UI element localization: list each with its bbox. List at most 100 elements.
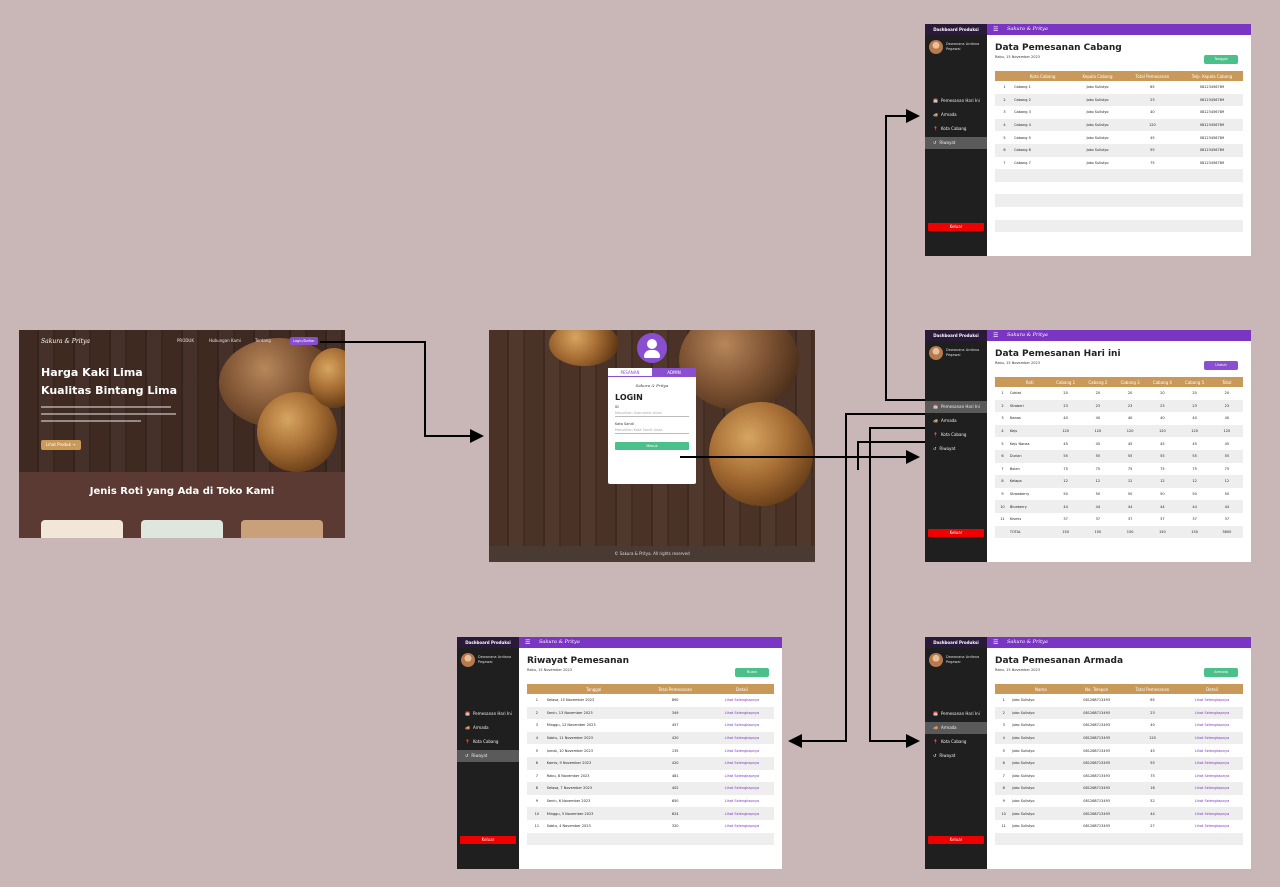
sidebar-item-label: Pemesanan Hari Ini: [940, 711, 980, 716]
detail-link[interactable]: Lihat Selengkapnya: [709, 782, 774, 795]
sidebar-item-1[interactable]: 🚚Armada: [925, 722, 987, 734]
login-daftar-button[interactable]: Login/Daftar: [290, 337, 318, 345]
table-cell: 081268713493: [1069, 782, 1124, 795]
hero-line-1: Harga Kaki Lima: [41, 366, 143, 379]
detail-link[interactable]: Lihat Selengkapnya: [709, 706, 774, 720]
detail-link[interactable]: Lihat Selengkapnya: [1194, 698, 1230, 703]
table-cell: [1014, 169, 1072, 182]
brand-logo: Sakura & Pritya: [1007, 26, 1048, 32]
detail-link[interactable]: Lihat Selengkapnya: [1194, 748, 1230, 753]
detail-link[interactable]: Lihat Selengkapnya: [1194, 799, 1230, 804]
table-cell: 37: [1095, 517, 1101, 522]
logout-button[interactable]: Keluar: [928, 529, 984, 537]
masuk-button[interactable]: Masuk: [615, 442, 689, 450]
hamburger-icon[interactable]: ☰: [993, 332, 999, 339]
table-cell: 10: [527, 807, 547, 820]
detail-link[interactable]: Lihat Selengkapnya: [1194, 773, 1230, 778]
table-cell: Joko Sulistyo: [1071, 143, 1124, 157]
detail-link[interactable]: Lihat Selengkapnya: [1180, 756, 1243, 770]
detail-link[interactable]: Lihat Selengkapnya: [709, 807, 774, 820]
detail-link[interactable]: Lihat Selengkapnya: [724, 799, 760, 804]
table-cell: [1123, 169, 1181, 182]
table-cell: 3: [535, 723, 538, 728]
detail-link[interactable]: Lihat Selengkapnya: [1194, 723, 1230, 728]
sidebar-item-1[interactable]: 🚚Armada: [457, 722, 519, 734]
table-cell: Joko Sulistyo: [1071, 93, 1124, 107]
detail-link[interactable]: Lihat Selengkapnya: [724, 723, 760, 728]
sidebar-item-2[interactable]: 📍Kota Cabang: [925, 736, 987, 748]
hero-line-2: Kualitas Bintang Lima: [41, 384, 178, 397]
table-row: [527, 832, 774, 846]
detail-link[interactable]: Lihat Selengkapnya: [724, 824, 760, 829]
hero-text-line: [41, 406, 171, 408]
filter-button[interactable]: Tanggal: [1204, 55, 1238, 64]
sidebar-item-3[interactable]: ↺Riwayat: [457, 750, 519, 762]
hero-banner: Sakura & Pritya PRODUK Hubungan Kami Ten…: [19, 330, 345, 472]
sidebar-item-2[interactable]: 📍Kota Cabang: [925, 429, 987, 441]
product-card[interactable]: [41, 520, 123, 538]
product-card[interactable]: [141, 520, 223, 538]
detail-link[interactable]: Lihat Selengkapnya: [1180, 706, 1243, 720]
tab-admin[interactable]: ADMIN: [652, 368, 696, 377]
sidebar-item-1[interactable]: 🚚Armada: [925, 415, 987, 427]
password-input[interactable]: Masukkan Kata Sandi Anda: [615, 426, 689, 434]
logout-button[interactable]: Keluar: [460, 836, 516, 844]
hamburger-icon[interactable]: ☰: [525, 639, 531, 646]
sidebar-item-0[interactable]: 📅Pemesanan Hari Ini: [925, 708, 987, 720]
dashboard-title: Dashboard Produksi: [457, 637, 519, 648]
sidebar-item-0[interactable]: 📅Pemesanan Hari Ini: [925, 95, 987, 107]
table-cell: Joko Sulistyo: [1086, 160, 1109, 165]
sidebar-item-1[interactable]: 🚚Armada: [925, 109, 987, 121]
detail-link[interactable]: Lihat Selengkapnya: [1180, 807, 1243, 820]
table-cell: 120: [1178, 424, 1211, 438]
table-cell: 50: [1160, 492, 1165, 497]
detail-link[interactable]: Lihat Selengkapnya: [724, 748, 760, 753]
sidebar-item-0[interactable]: 📅Pemesanan Hari Ini: [925, 401, 987, 413]
sidebar-item-0[interactable]: 📅Pemesanan Hari Ini: [457, 708, 519, 720]
filter-button[interactable]: Unduh: [1204, 361, 1238, 370]
detail-link[interactable]: [1180, 832, 1243, 846]
sidebar-item-2[interactable]: 📍Kota Cabang: [925, 123, 987, 135]
table-cell: 402: [640, 782, 710, 795]
nav-hubungan[interactable]: Hubungan Kami: [209, 338, 241, 343]
lihat-produk-button[interactable]: Lihat Produk →: [41, 440, 81, 450]
detail-link[interactable]: Lihat Selengkapnya: [1180, 782, 1243, 795]
table-cell: 08123456789: [1180, 93, 1243, 107]
detail-link[interactable]: Lihat Selengkapnya: [724, 698, 760, 703]
sidebar-item-label: Kota Cabang: [940, 126, 967, 131]
detail-link[interactable]: [709, 832, 774, 846]
table-cell: 75: [1095, 466, 1101, 471]
logout-button[interactable]: Keluar: [928, 836, 984, 844]
table-cell: 75: [1063, 466, 1068, 471]
sidebar-item-3[interactable]: ↺Riwayat: [925, 137, 987, 149]
detail-link[interactable]: Lihat Selengkapnya: [709, 756, 774, 770]
tab-pesanan[interactable]: PESANAN: [608, 368, 652, 377]
detail-link[interactable]: Lihat Selengkapnya: [724, 773, 760, 778]
hamburger-icon[interactable]: ☰: [993, 26, 999, 33]
table-cell: 3: [1002, 723, 1005, 728]
sidebar-item-3[interactable]: ↺Riwayat: [925, 443, 987, 455]
username-input[interactable]: Masukkan Username Anda: [615, 409, 689, 417]
filter-button[interactable]: Bulan: [735, 668, 769, 677]
logout-button[interactable]: Keluar: [928, 223, 984, 231]
detail-link[interactable]: Lihat Selengkapnya: [709, 731, 774, 745]
detail-link[interactable]: Lihat Selengkapnya: [1180, 731, 1243, 745]
table-cell: 081268713493: [1083, 698, 1111, 703]
detail-link[interactable]: Lihat Selengkapnya: [1194, 824, 1230, 829]
table-cell: 55: [1049, 449, 1082, 463]
table-cell: [1123, 832, 1181, 846]
hamburger-icon[interactable]: ☰: [993, 639, 999, 646]
table-cell: 7: [535, 773, 538, 778]
sidebar-item-2[interactable]: 📍Kota Cabang: [457, 736, 519, 748]
nav-tentang[interactable]: Tentang: [255, 338, 271, 343]
filter-button[interactable]: Armada: [1204, 668, 1238, 677]
nav-produk[interactable]: PRODUK: [177, 338, 194, 343]
table-cell: 08123456789: [1199, 135, 1225, 140]
table-cell: 45: [1192, 441, 1197, 446]
product-card[interactable]: [241, 520, 323, 538]
sidebar-item-3[interactable]: ↺Riwayat: [925, 750, 987, 762]
